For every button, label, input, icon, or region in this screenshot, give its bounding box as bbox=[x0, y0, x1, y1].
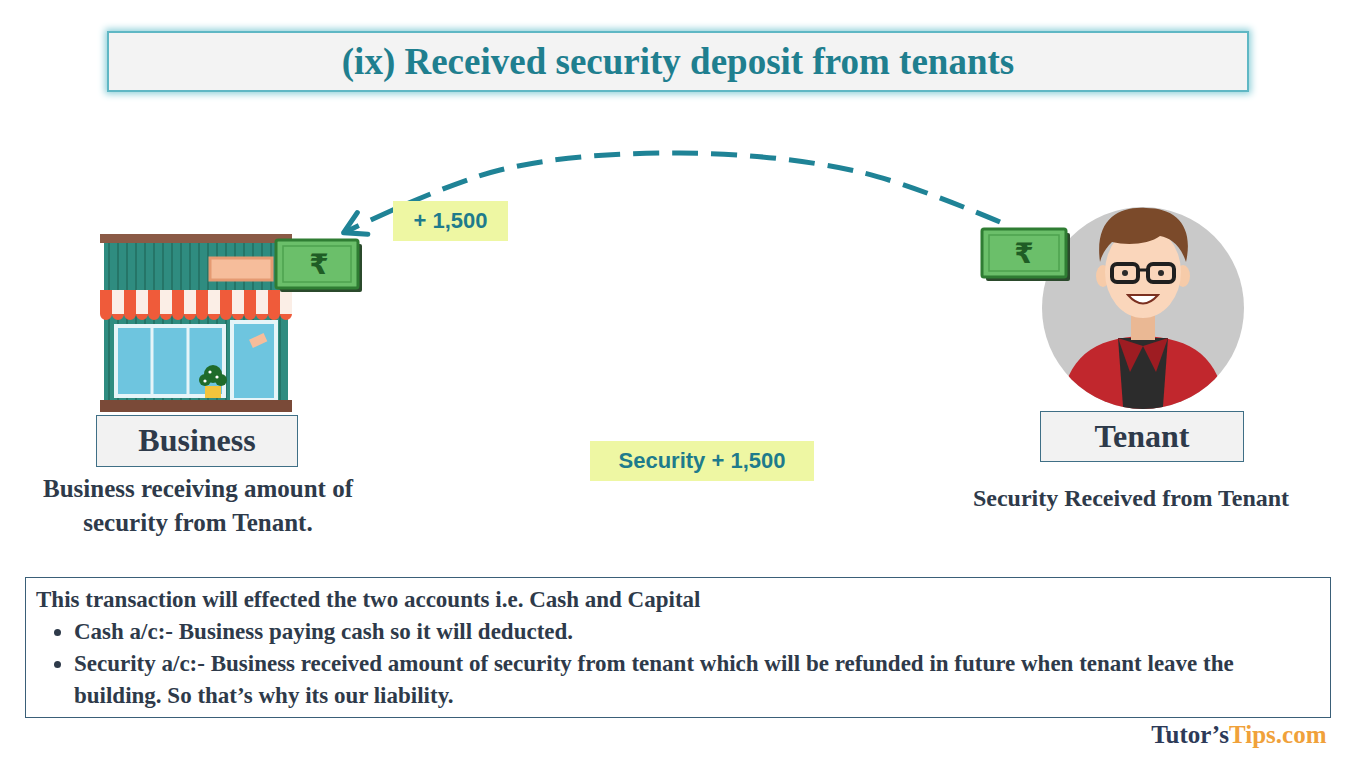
shop-sign bbox=[210, 258, 272, 280]
shirt bbox=[1118, 338, 1168, 420]
note-inner bbox=[283, 246, 351, 282]
door-sign bbox=[249, 333, 267, 348]
plant-leaves bbox=[199, 374, 211, 386]
eye bbox=[1158, 270, 1164, 276]
lapel bbox=[1143, 338, 1168, 372]
amount-tag: + 1,500 bbox=[393, 201, 508, 241]
shop-awning bbox=[100, 290, 292, 314]
plant-pot bbox=[205, 386, 221, 398]
title-box: (ix) Received security deposit from tena… bbox=[107, 31, 1249, 92]
shop-window bbox=[116, 326, 224, 396]
shop-wall bbox=[104, 242, 288, 402]
glasses-lens bbox=[1112, 264, 1138, 282]
watermark: Tips.com bbox=[1229, 720, 1345, 750]
currency-symbol: ₹ bbox=[1003, 234, 1045, 272]
party-label: Business bbox=[96, 415, 298, 467]
lapel bbox=[1118, 338, 1143, 372]
plant-leaves bbox=[215, 374, 227, 386]
glasses-bridge bbox=[1138, 269, 1148, 272]
title-text: (ix) Received security deposit from tena… bbox=[342, 40, 1014, 83]
note-box: This transaction will effected the two a… bbox=[25, 577, 1331, 718]
party-note: Security Received from Tenant bbox=[921, 481, 1341, 515]
note-inner bbox=[989, 235, 1059, 271]
amount-tag: Security + 1,500 bbox=[590, 441, 814, 481]
note-item: Security a/c:- Business received amount … bbox=[74, 648, 1294, 712]
plant-flower bbox=[215, 375, 218, 378]
eye bbox=[1122, 270, 1128, 276]
currency-symbol: ₹ bbox=[298, 245, 340, 283]
tenant-illustration bbox=[1042, 207, 1244, 420]
jacket bbox=[1060, 336, 1226, 420]
shop-base bbox=[100, 400, 292, 412]
banknote bbox=[276, 240, 362, 292]
note-body bbox=[276, 240, 358, 288]
note-item: Cash a/c:- Business paying cash so it wi… bbox=[74, 616, 1294, 648]
awning-scallop bbox=[100, 314, 292, 320]
shop-door bbox=[232, 322, 276, 400]
banknote bbox=[982, 229, 1070, 281]
glasses-lens bbox=[1148, 264, 1174, 282]
party-node: TenantSecurity Received from Tenant bbox=[1000, 205, 1250, 465]
note-heading: This transaction will effected the two a… bbox=[36, 584, 1294, 616]
shop-illustration bbox=[100, 234, 292, 412]
note-list: Cash a/c:- Business paying cash so it wi… bbox=[36, 616, 1294, 712]
window-bar bbox=[151, 326, 154, 396]
plant-flower bbox=[203, 379, 206, 382]
watermark: Tutor’s bbox=[1143, 720, 1229, 750]
shop-roof bbox=[100, 234, 292, 243]
window-bar bbox=[187, 326, 190, 396]
party-label: Tenant bbox=[1040, 411, 1244, 462]
smile bbox=[1128, 295, 1158, 304]
hair bbox=[1099, 208, 1188, 262]
plant-flower bbox=[208, 370, 211, 373]
party-note: Business receiving amount of security fr… bbox=[43, 472, 353, 540]
note-body bbox=[982, 229, 1066, 277]
avatar bbox=[1060, 208, 1226, 420]
